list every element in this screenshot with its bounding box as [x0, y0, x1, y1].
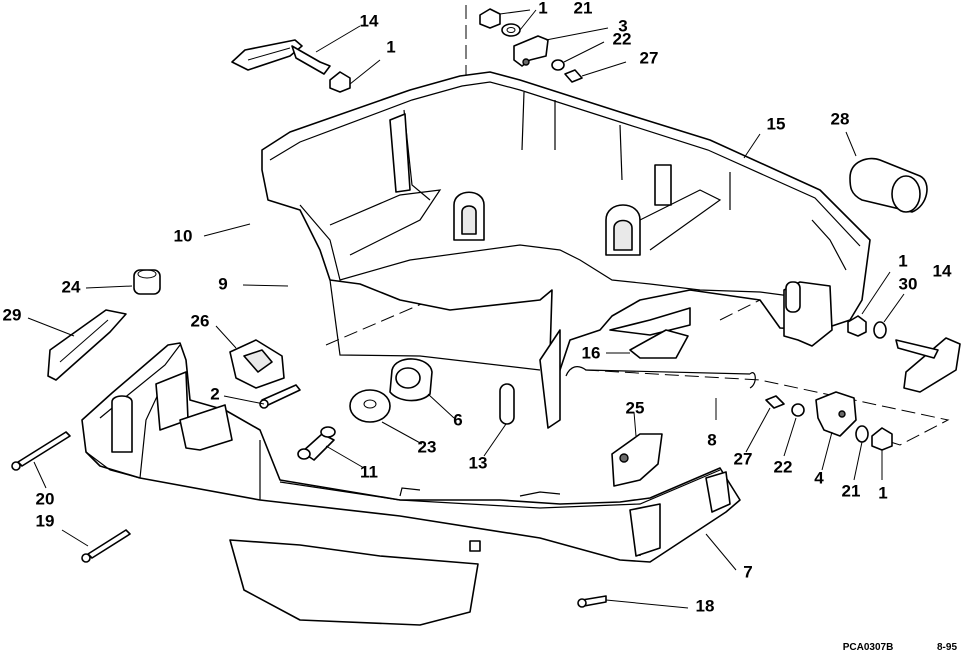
callout-20: 20 [36, 489, 55, 508]
callout-9: 9 [218, 274, 227, 293]
callout-1-left: 1 [386, 37, 395, 56]
callout-labels: 1 21 3 22 27 14 1 15 28 10 9 24 29 26 1 … [3, 0, 952, 615]
callout-4: 4 [814, 468, 824, 487]
callout-26: 26 [191, 311, 210, 330]
callout-14-right: 14 [933, 261, 952, 280]
figure-code: PCA0307B [843, 642, 894, 653]
figure-date: 8-95 [937, 642, 957, 653]
upper-cover [261, 71, 871, 429]
callout-30: 30 [899, 274, 918, 293]
small-parts [11, 8, 961, 608]
lower-cover [81, 342, 741, 626]
callout-8: 8 [707, 430, 716, 449]
callout-10: 10 [174, 226, 193, 245]
leader-lines [27, 9, 905, 609]
callout-14-left: 14 [360, 11, 379, 30]
callout-29: 29 [3, 305, 22, 324]
callout-21-right: 21 [842, 481, 861, 500]
callout-22-right: 22 [774, 457, 793, 476]
callout-27-top: 27 [640, 48, 659, 67]
callout-13: 13 [469, 453, 488, 472]
callout-25: 25 [626, 398, 645, 417]
callout-7: 7 [743, 562, 752, 581]
callout-1-top: 1 [538, 0, 547, 17]
callout-15: 15 [767, 114, 786, 133]
callout-2: 2 [210, 384, 219, 403]
callout-16: 16 [582, 343, 601, 362]
callout-6: 6 [453, 410, 462, 429]
callout-1-right-upper: 1 [898, 251, 907, 270]
callout-11: 11 [360, 462, 378, 481]
callout-24: 24 [62, 277, 81, 296]
callout-1-right-lower: 1 [878, 483, 887, 502]
callout-3: 3 [618, 16, 627, 35]
callout-28: 28 [831, 109, 850, 128]
callout-22-top: 22 [613, 29, 632, 48]
callout-27-right: 27 [734, 449, 753, 468]
callout-21-top: 21 [574, 0, 593, 17]
callout-19: 19 [36, 511, 55, 530]
callout-18: 18 [696, 596, 715, 615]
callout-23: 23 [418, 437, 437, 456]
